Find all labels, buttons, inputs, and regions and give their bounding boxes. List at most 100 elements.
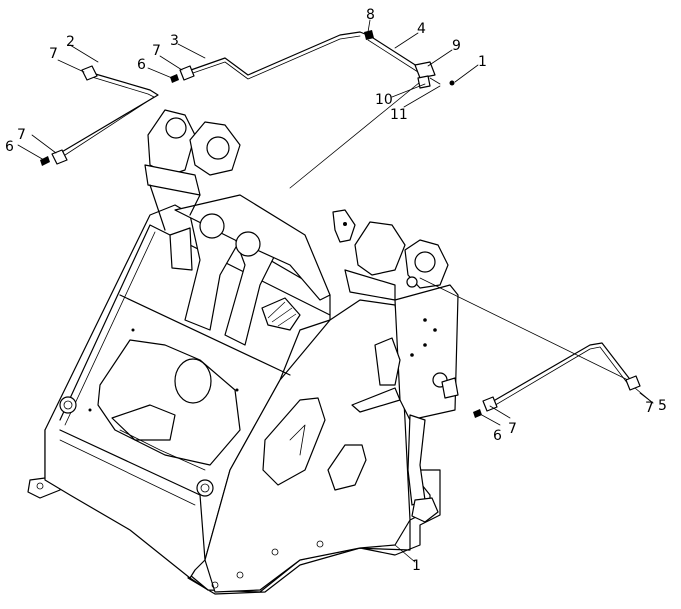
hose-5-inner (491, 346, 629, 408)
hose-2 (59, 72, 159, 154)
hose-5 (489, 342, 633, 404)
side-step (351, 387, 401, 413)
callout-numbers: 2 7 6 7 3 6 7 8 4 9 1 10 11 5 7 6 7 1 (5, 7, 667, 574)
part-10-11 (417, 75, 431, 89)
part-10-11-stem (429, 77, 441, 85)
leader-6-b (17, 144, 45, 161)
rear-upright (407, 414, 426, 506)
callout-leaders (17, 19, 654, 563)
right-side-plate (394, 284, 459, 421)
side-plate-nut (441, 377, 459, 399)
leader-1-bottom (394, 544, 416, 563)
leader-7-a (57, 59, 85, 73)
callout-7-b: 7 (152, 43, 161, 59)
bolt-hole-left-top (59, 396, 77, 414)
frame-ridge-inner (64, 231, 156, 426)
leader-11 (403, 85, 441, 108)
fitting-7-right-upper (625, 375, 641, 391)
leader-9 (427, 49, 453, 67)
upper-left-legs (149, 184, 201, 231)
leader-fitting-to-frame (289, 77, 426, 189)
mark-dot-3 (88, 408, 92, 412)
side-plate-dot-1 (423, 318, 427, 322)
hose-2-inner (61, 76, 155, 158)
leader-7-e (489, 405, 511, 419)
fitting-8 (364, 30, 374, 40)
top-right-tab-hole (343, 222, 347, 226)
frame-bottom-edge-2 (59, 439, 196, 506)
upper-left-pin-hole (165, 117, 187, 139)
rib-pin-2 (235, 231, 261, 257)
callout-6-c: 6 (493, 428, 502, 444)
leader-3 (177, 43, 206, 59)
fitting-1-top (449, 80, 455, 86)
side-opening-2 (327, 444, 367, 491)
frame-mid-edge (119, 294, 291, 376)
center-cutout-hatch (267, 301, 297, 327)
callout-3: 3 (170, 33, 179, 49)
front-hole (174, 358, 212, 404)
callout-4: 4 (417, 21, 426, 37)
leader-8 (367, 19, 371, 33)
callout-1-top: 1 (478, 54, 487, 70)
top-right-tab (332, 209, 356, 243)
leader-10 (391, 83, 426, 98)
callout-7-c: 7 (17, 127, 26, 143)
side-plate-dot-3 (423, 343, 427, 347)
rear-foot (411, 497, 439, 523)
callout-6-b: 6 (5, 139, 14, 155)
leader-6-c (479, 413, 501, 426)
leader-6-a (147, 67, 173, 79)
tee-9 (414, 61, 436, 79)
callout-7-e: 7 (508, 421, 517, 437)
callout-7-d: 7 (645, 400, 654, 416)
bracket-bolt (406, 276, 418, 288)
callout-5: 5 (658, 398, 667, 414)
hose-3 (187, 31, 371, 76)
bolt-hole-bottom (196, 479, 214, 497)
hose-4-inner (367, 39, 419, 73)
fitting-7-hose3 (179, 65, 195, 81)
upper-right-pin-hole (414, 251, 436, 273)
fitting-7-top-left (81, 65, 98, 81)
leader-7-d-ext (639, 392, 654, 404)
callout-11: 11 (390, 107, 408, 123)
base-hole-4 (316, 540, 324, 548)
bolt-hole-left-top-inner (63, 400, 73, 410)
leader-4 (394, 32, 419, 49)
upper-right-bracket (354, 221, 406, 276)
leader-bracket-to-hose5 (419, 277, 633, 383)
callout-6-a: 6 (137, 57, 146, 73)
leader-7-c (31, 134, 57, 154)
fitting-7-right-lower (482, 396, 498, 412)
nipple-6-right (473, 409, 482, 418)
callout-1-bottom: 1 (412, 558, 421, 574)
callout-2: 2 (66, 34, 75, 50)
side-plate-dot-4 (410, 353, 414, 357)
upper-left-pin-hole-2 (206, 136, 230, 160)
callout-7-a: 7 (49, 46, 58, 62)
side-opening-detail (289, 424, 306, 456)
fittings (40, 30, 641, 418)
base-hole-2 (236, 571, 244, 579)
side-plate-dot-2 (433, 328, 437, 332)
rib-pin-1 (199, 213, 225, 239)
nipple-6-bottom-left (40, 156, 50, 166)
leader-7-b (159, 55, 183, 71)
inner-bracket (111, 404, 176, 441)
side-opening-1 (262, 397, 326, 486)
base-hole-1 (211, 581, 219, 589)
hose-4 (369, 35, 421, 69)
callout-8: 8 (366, 7, 375, 23)
base-hole-3 (271, 548, 279, 556)
frame-body (27, 109, 459, 595)
side-lug (374, 337, 401, 386)
nipple-6-hose3 (170, 74, 179, 83)
center-cutout (261, 297, 301, 331)
leader-1-top (454, 64, 479, 83)
left-slot (169, 227, 193, 271)
callout-10: 10 (375, 92, 393, 108)
fitting-7-bottom-left (51, 149, 68, 165)
mark-dot-2 (235, 388, 239, 392)
